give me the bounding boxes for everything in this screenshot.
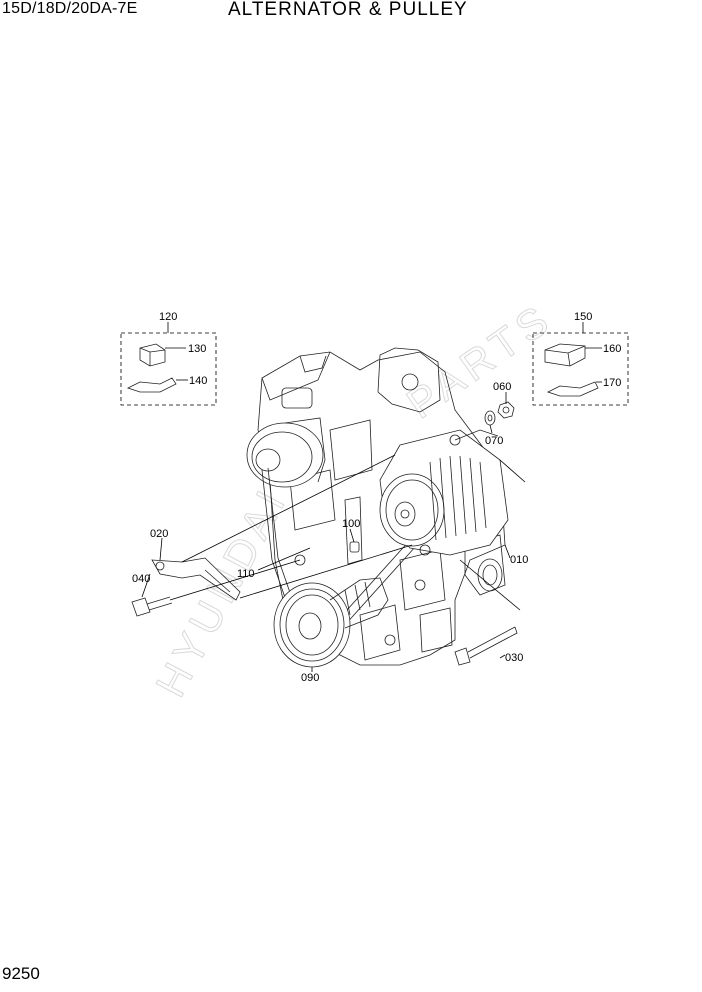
callout-140: 140 (189, 375, 207, 387)
callout-170: 170 (603, 377, 621, 389)
cam-pulley (246, 417, 326, 488)
callout-070: 070 (485, 435, 503, 447)
model-number: 15D/18D/20DA-7E (2, 0, 138, 17)
woodruff-key (349, 541, 360, 553)
alternator (379, 429, 509, 556)
svg-text:PARTS: PARTS (398, 294, 561, 428)
callout-160: 160 (603, 343, 621, 355)
callout-060: 060 (493, 381, 511, 393)
kit-box-150 (532, 332, 629, 406)
callout-labels: 120 130 140 150 160 170 060 070 020 040 … (132, 311, 621, 684)
nut-060 (497, 401, 515, 419)
washer-070 (484, 410, 496, 426)
callout-010: 010 (510, 554, 528, 566)
leader-lines (141, 322, 602, 672)
crankshaft-pulley (273, 577, 389, 668)
adjusting-bar (151, 557, 241, 601)
svg-text:HYUNDAI: HYUNDAI (146, 478, 296, 704)
bolt-030 (454, 626, 518, 666)
callout-040: 040 (132, 573, 150, 585)
callout-110: 110 (237, 568, 255, 580)
callout-150: 150 (574, 311, 592, 323)
kit-box-120 (120, 332, 217, 406)
callout-030: 030 (505, 652, 523, 664)
page-title: ALTERNATOR & PULLEY (228, 0, 468, 20)
callout-100: 100 (342, 518, 360, 530)
callout-130: 130 (188, 343, 206, 355)
callout-120: 120 (159, 311, 177, 323)
callout-020: 020 (150, 528, 168, 540)
page-number: 9250 (2, 964, 40, 983)
bolt-040 (131, 596, 173, 617)
callout-090: 090 (301, 672, 319, 684)
